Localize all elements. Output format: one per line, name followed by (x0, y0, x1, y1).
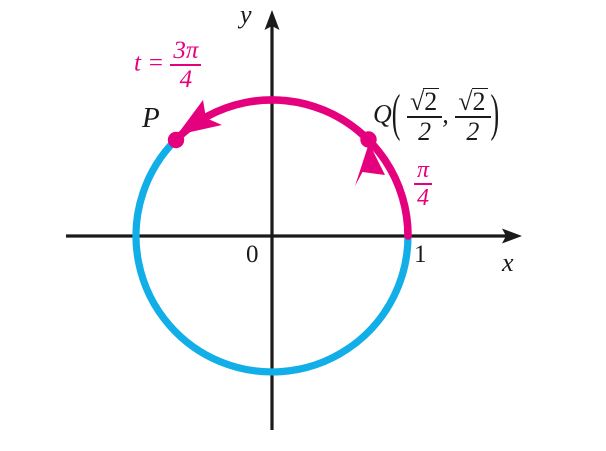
x-axis-label: x (502, 248, 514, 277)
point-P-marker (167, 131, 185, 149)
t-fraction: 3π 4 (170, 38, 202, 93)
point-Q-marker (360, 131, 377, 148)
t-value-label: t = 3π 4 (134, 38, 202, 93)
radical-sign-y: √ (458, 87, 473, 116)
arrowheads-group (177, 100, 385, 186)
circle-arcs-group (132, 96, 412, 376)
radicand-y: 2 (471, 87, 488, 116)
x-unit-tick-label: 1 (414, 241, 427, 268)
point-Q-label: Q( √2 2 , √2 2 ) (373, 84, 500, 146)
angle-denominator: 4 (417, 185, 430, 211)
q-x-numerator: √2 (406, 87, 443, 118)
close-paren: ) (490, 84, 500, 143)
remaining-arc-cyan (132, 136, 412, 376)
angle-pi-over-4-label: π 4 (414, 158, 433, 211)
radical-sign-x: √ (409, 87, 425, 116)
q-x-coordinate: √2 2 (406, 87, 443, 146)
q-y-numerator: √2 (455, 87, 491, 118)
point-P-label: P (142, 102, 160, 134)
t-denominator: 4 (179, 66, 193, 93)
t-numerator: 3π (170, 38, 202, 66)
y-axis-label: y (240, 0, 252, 29)
q-y-coordinate: √2 2 (455, 87, 491, 146)
open-paren: ( (391, 84, 401, 143)
angle-numerator: π (414, 158, 433, 185)
point-Q-letter: Q (373, 99, 392, 129)
y-axis-arrowhead (264, 10, 280, 30)
terminal-points-group (167, 131, 377, 149)
traversed-arc-magenta (172, 96, 412, 240)
x-axis-arrowhead (502, 228, 522, 244)
q-x-denominator: 2 (418, 117, 432, 146)
equals-sign: = (147, 49, 165, 77)
axes-group (66, 10, 522, 430)
arrow-to-Q-icon (355, 143, 385, 186)
origin-label: 0 (246, 241, 259, 268)
t-variable: t (134, 49, 141, 77)
coordinate-comma: , (442, 99, 449, 129)
arrow-to-P-icon (177, 100, 222, 135)
angle-fraction: π 4 (414, 158, 433, 211)
q-y-denominator: 2 (466, 117, 480, 146)
radicand-x: 2 (423, 87, 440, 116)
